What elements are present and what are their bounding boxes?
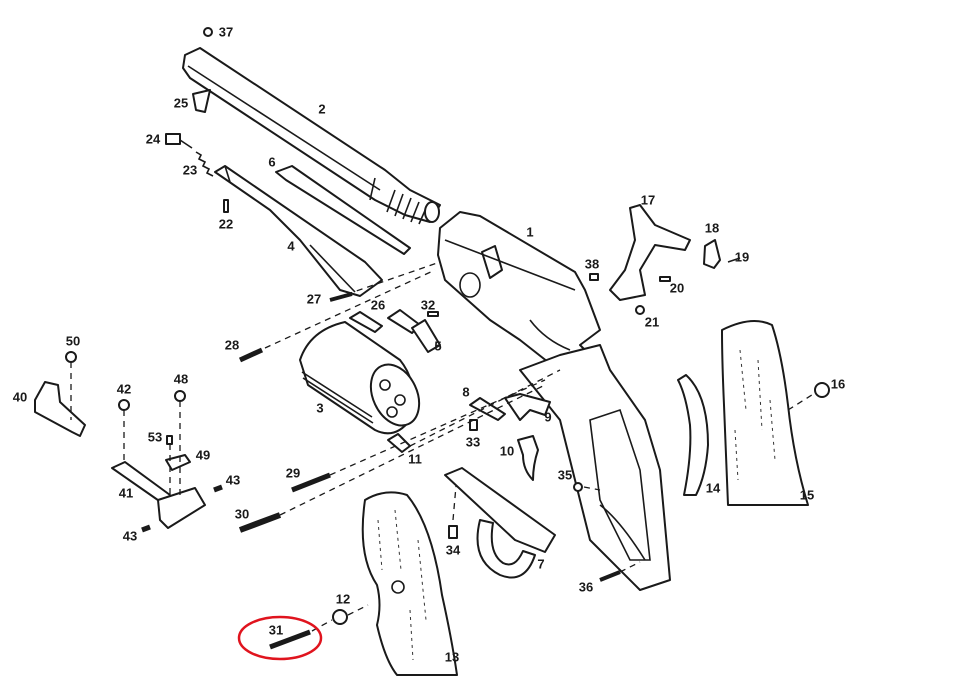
part-nipple [387,433,411,453]
part-cylinder [299,321,421,435]
label-43b: 43 [123,528,137,543]
part-bolt-8 [469,397,506,421]
label-41: 41 [119,485,133,500]
part-barrel [182,27,441,225]
label-31: 31 [269,622,283,637]
part-screw-48 [174,390,186,402]
label-35: 35 [558,467,572,482]
label-40: 40 [13,389,27,404]
part-screw-28 [238,347,264,363]
part-wedge [192,89,211,113]
part-screw-33 [469,419,478,431]
part-loading-lever [214,165,383,297]
label-12: 12 [336,591,350,606]
label-25: 25 [174,95,188,110]
label-50: 50 [66,333,80,348]
part-washer-12 [332,609,348,625]
part-grip-right-15 [721,320,809,506]
label-3: 3 [316,400,323,415]
label-42: 42 [117,381,131,396]
part-hand-bolt [703,239,741,269]
label-4: 4 [287,238,295,253]
label-34: 34 [446,542,461,557]
label-32: 32 [421,297,435,312]
part-screw-30 [238,512,282,533]
assembly-lines [70,261,816,632]
label-21: 21 [645,314,659,329]
label-15: 15 [800,487,814,502]
part-pin-43b [141,524,151,533]
part-screw-21 [635,305,645,315]
label-6: 6 [268,154,275,169]
part-pin-27 [329,292,353,302]
label-24: 24 [146,131,161,146]
label-16: 16 [831,376,845,391]
label-33: 33 [466,434,480,449]
part-loading-lever-latch [165,133,214,177]
part-pin-43a [213,484,223,493]
part-arm-41 [111,461,206,529]
part-screw-35 [573,482,583,492]
label-17: 17 [641,192,655,207]
part-grip-left-13 [361,491,458,676]
label-26: 26 [371,297,385,312]
label-18: 18 [705,220,719,235]
part-trigger-guard [444,467,556,579]
label-19: 19 [735,249,749,264]
part-cap [349,311,383,333]
part-screw-38 [589,273,599,281]
part-pin-53 [166,435,173,445]
label-9: 9 [544,409,551,424]
label-8: 8 [462,384,469,399]
label-5: 5 [434,338,441,353]
label-29: 29 [286,465,300,480]
label-22: 22 [219,216,233,231]
label-27: 27 [307,291,321,306]
label-14: 14 [706,480,721,495]
label-13: 13 [445,649,459,664]
label-43: 43 [226,472,240,487]
label-37: 37 [219,24,233,39]
label-53: 53 [148,429,162,444]
label-38: 38 [585,256,599,271]
part-screw-42 [118,399,130,411]
label-1: 1 [526,224,533,239]
part-screw-50 [65,351,77,363]
label-23: 23 [183,162,197,177]
part-escutcheon-16 [814,382,830,398]
part-grip-frame [519,344,671,591]
label-10: 10 [500,443,514,458]
label-20: 20 [670,280,684,295]
part-screw-34 [448,525,458,539]
part-hammer [609,204,691,301]
part-grip-spacer-14 [677,374,709,496]
label-7: 7 [537,556,544,571]
label-49: 49 [196,447,210,462]
label-36: 36 [579,579,593,594]
highlight-ring [237,615,323,661]
part-trigger-10 [517,435,539,481]
label-48: 48 [174,371,188,386]
part-pin [223,199,229,213]
part-pin-36 [599,570,621,582]
label-28: 28 [225,337,239,352]
part-rammer [275,165,411,255]
part-bushing-5 [411,319,441,353]
part-hand-9 [504,393,551,421]
label-11: 11 [408,451,422,466]
label-30: 30 [235,506,249,521]
part-screw-29 [291,472,331,493]
label-2: 2 [318,101,325,116]
part-sight-40 [34,381,86,437]
part-labels: 37 25 2 24 23 6 22 4 1 17 18 19 38 20 21… [13,24,845,664]
part-pin-20 [659,276,671,282]
part-screw-31 [269,629,311,650]
part-screw-32 [427,311,439,317]
